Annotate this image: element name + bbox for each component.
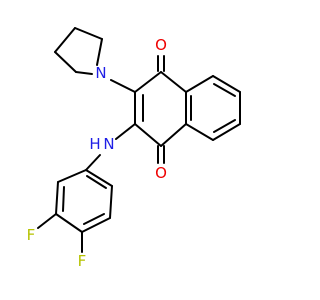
pyrrolidine-ring <box>54 27 136 93</box>
fluorine-meta-label: F <box>27 226 36 244</box>
oxygen-top-label: O <box>155 36 167 54</box>
difluorophenyl-ring <box>55 169 113 233</box>
oxygen-bottom-label: O <box>155 164 167 182</box>
fluorine-bonds <box>37 213 83 253</box>
pyrrolidine-nitrogen-label: N <box>95 64 106 82</box>
molecule-structure: O O N N H F F <box>27 27 241 270</box>
amine-hydrogen-label: H <box>89 135 100 153</box>
amine-linker <box>85 123 136 171</box>
benzo-ring <box>185 75 241 141</box>
amine-nitrogen-label: N <box>103 135 114 153</box>
carbonyl-bonds <box>157 55 165 164</box>
quinone-ring <box>134 71 187 147</box>
atom-labels: O O N N H F F <box>27 36 167 270</box>
fluorine-para-label: F <box>78 252 87 270</box>
